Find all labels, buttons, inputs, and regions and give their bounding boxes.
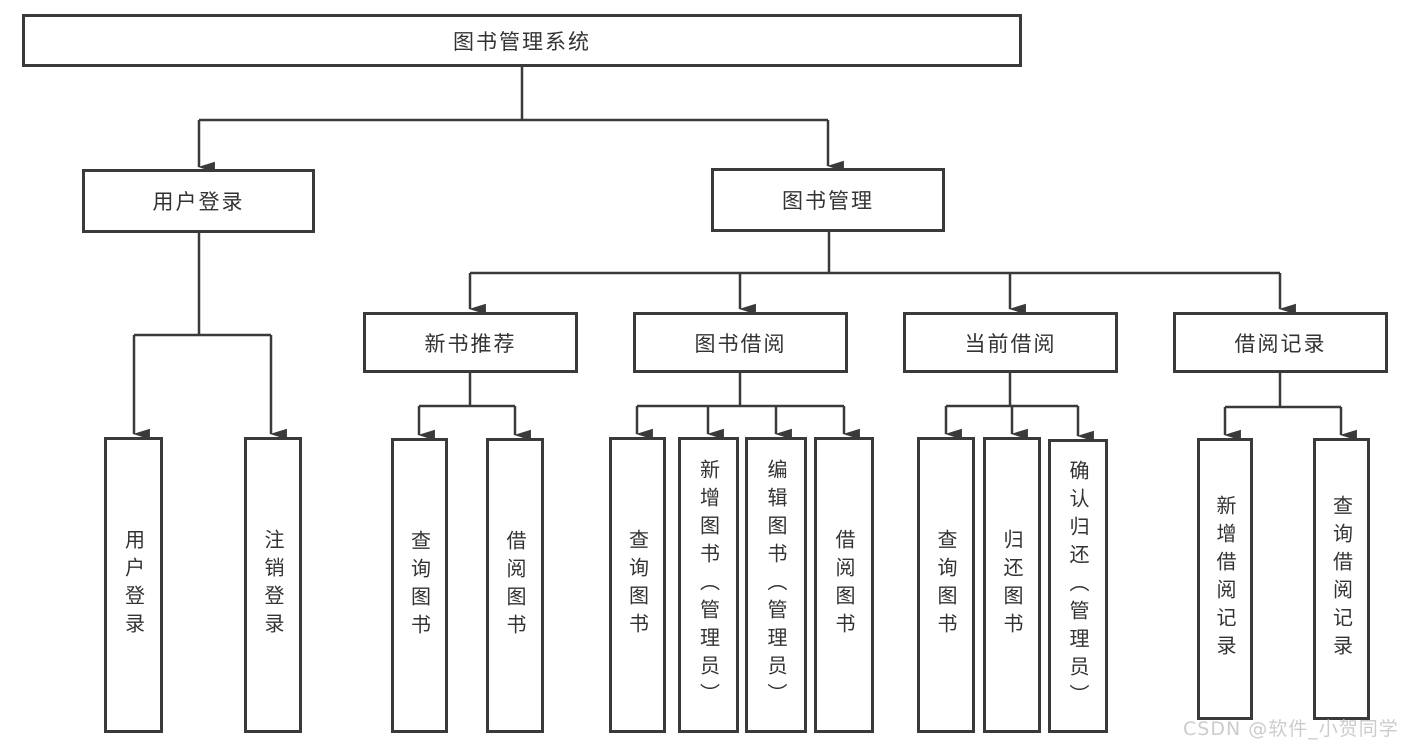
leaf-user-login-label: 用户登录 xyxy=(121,529,146,641)
leaf-logout: 注销登录 xyxy=(244,437,302,733)
leaf-borrow-books-1-label: 借阅图书 xyxy=(503,529,527,642)
node-book-borrow: 图书借阅 xyxy=(633,312,848,373)
node-new-book-recommend: 新书推荐 xyxy=(363,312,578,373)
leaf-add-borrow-record-label: 新增借阅记录 xyxy=(1213,495,1237,663)
node-user-login: 用户登录 xyxy=(82,169,315,233)
leaf-add-books-admin-label: 新增图书（管理员） xyxy=(696,459,721,711)
leaf-query-books-3: 查询图书 xyxy=(917,437,975,733)
leaf-borrow-books-2-label: 借阅图书 xyxy=(832,529,856,641)
node-borrow-records: 借阅记录 xyxy=(1173,312,1388,373)
leaf-query-books-1: 查询图书 xyxy=(391,438,448,733)
leaf-edit-books-admin-label: 编辑图书（管理员） xyxy=(764,459,788,711)
leaf-query-books-1-label: 查询图书 xyxy=(407,529,432,642)
node-current-borrow: 当前借阅 xyxy=(903,312,1118,373)
leaf-query-books-2-label: 查询图书 xyxy=(625,529,650,641)
leaf-borrow-books-2: 借阅图书 xyxy=(814,437,874,733)
leaf-borrow-books-1: 借阅图书 xyxy=(486,438,544,733)
leaf-query-borrow-record-label: 查询借阅记录 xyxy=(1329,495,1354,663)
leaf-user-login: 用户登录 xyxy=(104,437,163,733)
leaf-return-books: 归还图书 xyxy=(983,437,1041,733)
leaf-query-books-3-label: 查询图书 xyxy=(934,529,958,641)
leaf-add-books-admin: 新增图书（管理员） xyxy=(678,437,739,733)
leaf-add-borrow-record: 新增借阅记录 xyxy=(1197,438,1253,720)
leaf-logout-label: 注销登录 xyxy=(261,529,285,641)
leaf-return-books-label: 归还图书 xyxy=(1000,529,1024,641)
node-root-library-system: 图书管理系统 xyxy=(22,14,1022,67)
leaf-confirm-return-admin: 确认归还（管理员） xyxy=(1048,439,1108,733)
csdn-watermark: CSDN @软件_小贺同学 xyxy=(1183,718,1399,740)
leaf-query-borrow-record: 查询借阅记录 xyxy=(1313,438,1370,720)
leaf-query-books-2: 查询图书 xyxy=(609,437,666,733)
node-book-management: 图书管理 xyxy=(711,168,945,232)
leaf-edit-books-admin: 编辑图书（管理员） xyxy=(745,437,807,733)
leaf-confirm-return-admin-label: 确认归还（管理员） xyxy=(1066,460,1090,712)
